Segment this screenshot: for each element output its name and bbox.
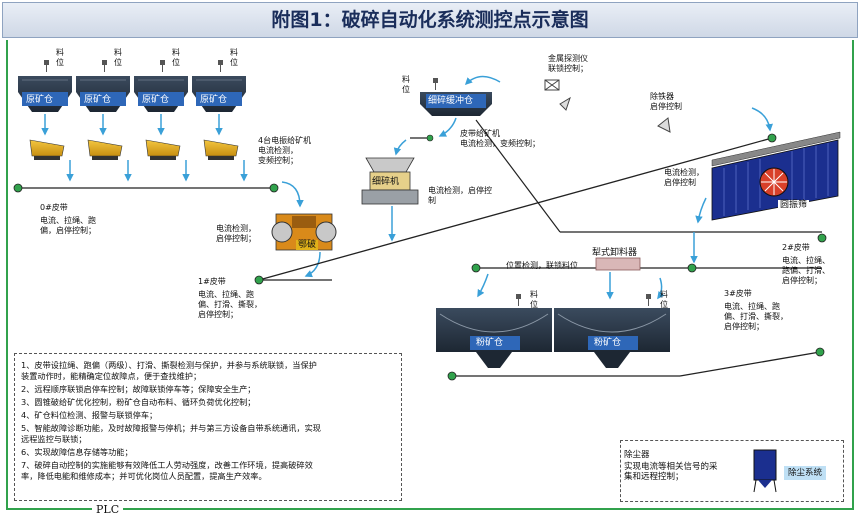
ore-bin-label-2: 原矿仓 [84,95,112,105]
note-item: 6、实现故障信息存储等功能； [21,447,133,457]
page-title: 附图1：破碎自动化系统测控点示意图 [2,2,858,38]
raw-ore-bins [18,76,246,112]
belt1-desc: 电流、拉绳、跑 偏、打滑、撕裂， 启停控制； [198,290,262,319]
fine-bin-level-label: 料 位 [402,75,410,94]
level-sensor-icon [44,60,49,65]
ore-bin-label-1: 原矿仓 [26,95,54,105]
notes-box: 1、皮带设拉绳、跑偏（两级）、打滑、撕裂检测与保护，并参与系统联锁，当保护 装置… [14,353,402,501]
fine-crusher-label: 细碎机 [372,177,400,187]
belt-3 [447,347,825,381]
level-sensor-icon [433,78,438,83]
note-item: 4、矿仓料位检测、报警与联锁停车； [21,410,158,420]
powder-bin-2 [554,308,670,368]
note-item: 5、智能故障诊断功能，及时故障报警与停机；并与第三方设备自带系统通讯，实现 远程… [21,423,321,444]
belt3-desc: 电流、拉绳、跑 偏、打滑、撕裂， 启停控制； [724,302,788,331]
metal-detector-label: 金属探测仪 联锁控制； [548,54,588,73]
iron-remover-label: 除铁器 启停控制 [650,92,682,111]
level-sensor-icon [646,294,651,299]
dust-desc: 实现电流等相关信号的采 集和远程控制； [624,462,718,482]
note-item: 3、圆锥破给矿优化控制，粉矿仓自动布料、循环负荷优化控制； [21,397,256,407]
metal-detector [544,79,571,111]
belt2-desc: 电流、拉绳、 跑偏、打滑、 启停控制； [782,256,830,285]
note-item: 2、远程顺序联锁启停车控制；故障联锁停车等；保障安全生产； [21,384,256,394]
belt-2 [471,233,827,273]
note-item: 7、破碎自动控制的实施能够有效降低工人劳动强度，改善工作环境，提高破碎效 率，降… [21,460,313,481]
belt3-label: 3#皮带 [724,289,752,298]
screen-desc: 电流检测， 启停控制 [664,168,704,187]
fine-buffer-bin [420,78,492,116]
level-label-1: 料 位 [56,48,64,67]
belt-0 [13,183,279,193]
level-label-2: 料 位 [114,48,122,67]
belt2-label: 2#皮带 [782,243,810,252]
level-sensor-icon [218,60,223,65]
bin-to-feeder-arrows [41,114,223,136]
iron-remover [657,117,671,133]
plow-unloader-label: 犁式卸料器 [592,248,638,258]
belt0-label: 0#皮带 [40,203,68,212]
belt-1 [254,133,777,285]
dust-collector-box [620,440,844,502]
powder-bins [436,294,670,368]
level-sensor-icon [160,60,165,65]
ore-bin-3 [134,76,188,112]
level-label-3: 料 位 [172,48,180,67]
ore-bin-1 [18,76,72,112]
level-sensor-icon [516,294,521,299]
powder-level-label-1: 料 位 [530,290,538,309]
powder-bin-1 [436,308,552,368]
screen-label: 圆振筛 [778,200,810,210]
belt-feeder-label: 皮带给矿机 电流检测，变频控制； [460,129,540,148]
powder-level-label-2: 料 位 [660,290,668,309]
plow-unloader [595,257,641,271]
fine-crusher-desc: 电流检测，启停控 制 [428,186,492,205]
level-sensors-ore [44,60,223,72]
level-label-4: 料 位 [230,48,238,67]
feeders-label: 4台电振给矿机 电流检测， 变频控制； [258,136,312,165]
fine-bin-label: 细碎缓冲仓 [428,96,474,106]
jaw-label: 鄂破 [296,240,319,250]
note-item: 1、皮带设拉绳、跑偏（两级）、打滑、撕裂检测与保护，并参与系统联锁，当保护 装置… [21,360,317,381]
fine-crusher [361,157,419,205]
belt0-desc: 电流、拉绳、跑 偏，启停控制； [40,216,96,235]
dust-collector [753,449,777,493]
plow-desc: 位置检测，联锁料位 [506,261,578,270]
plc-label: PLC [92,503,124,516]
powder-bin-label-2: 粉矿仓 [594,338,622,348]
powder-bin-label-1: 粉矿仓 [476,338,504,348]
ore-bin-label-3: 原矿仓 [142,95,170,105]
vibrating-feeders [29,139,239,160]
jaw-desc: 电流检测， 启停控制； [216,224,256,243]
dust-title: 除尘器 [624,450,650,460]
plc-frame [6,40,854,510]
dust-system-label: 除尘系统 [784,466,827,480]
belt1-label: 1#皮带 [198,277,226,286]
ore-bin-4 [192,76,246,112]
ore-bin-2 [76,76,130,112]
ore-bin-label-4: 原矿仓 [200,95,228,105]
vibrating-screen [711,131,841,221]
jaw-crusher [271,213,337,251]
level-sensor-icon [102,60,107,65]
